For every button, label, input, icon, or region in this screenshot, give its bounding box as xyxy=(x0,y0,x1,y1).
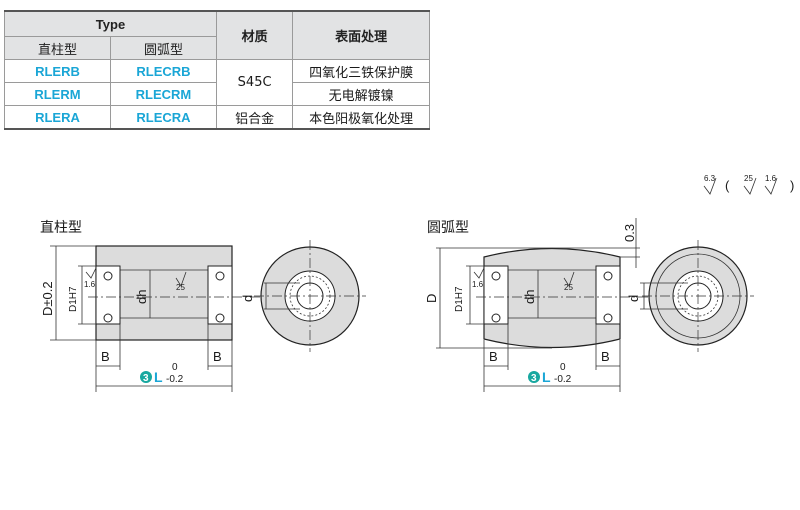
arc-side-view: 0.3 D D1H7 1.6 dh 25 B B 3 L 0 -0.2 xyxy=(424,218,650,392)
dim-L: L xyxy=(154,369,163,385)
dim-D1: D1H7 xyxy=(454,286,465,312)
material-cell: S45C xyxy=(215,59,294,106)
roughness-symbol-icon xyxy=(764,177,778,195)
surface-cell: 本色阳极氧化处理 xyxy=(292,105,430,130)
dim-B: B xyxy=(213,349,222,364)
straight-header: 直柱型 xyxy=(4,36,111,60)
straight-title: 直柱型 xyxy=(40,219,82,236)
arc-roller-body xyxy=(483,247,621,349)
arc-code: RLECRM xyxy=(109,82,218,106)
straight-side-view: D±0.2 D1H7 1.6 dh 25 B B 3 L 0 -0.2 xyxy=(40,245,262,392)
rough-dh: 25 xyxy=(564,283,573,292)
dim-d: d xyxy=(626,295,641,302)
material-cell: 铝合金 xyxy=(215,105,294,130)
tol-lower: -0.2 xyxy=(166,374,184,385)
paren-open: ( xyxy=(725,178,730,193)
roughness-general-value: 6.3 xyxy=(704,174,716,183)
badge-number: 3 xyxy=(531,373,537,384)
arc-code: RLECRA xyxy=(109,105,218,130)
ordering-badge xyxy=(528,371,540,383)
dim-B: B xyxy=(101,349,110,364)
ordering-badge xyxy=(140,371,152,383)
spec-table: Type 材质 表面处理 直柱型 圆弧型 RLERB RLECRB S45C 四… xyxy=(4,10,430,130)
dim-dh: dh xyxy=(134,290,149,304)
straight-front-view: d xyxy=(240,240,366,352)
table-row: RLERM RLECRM 无电解镀镍 xyxy=(4,82,430,106)
dim-B: B xyxy=(489,349,498,364)
dim-L: L xyxy=(542,369,551,385)
straight-code: RLERM xyxy=(4,82,111,106)
tol-upper: 0 xyxy=(560,362,566,373)
arc-front-view: d xyxy=(626,240,754,352)
rough-inner: 1.6 xyxy=(472,280,484,289)
roughness-note: 6.3 ( 25 1.6 ) xyxy=(703,174,794,195)
dim-B: B xyxy=(601,349,610,364)
tol-lower: -0.2 xyxy=(554,374,572,385)
dim-crown: 0.3 xyxy=(622,224,637,242)
rough-inner: 1.6 xyxy=(84,280,96,289)
material-header: 材质 xyxy=(215,10,294,60)
dim-d: d xyxy=(240,295,255,302)
dim-D: D xyxy=(424,294,439,303)
straight-code: RLERB xyxy=(4,59,111,83)
type-header: Type xyxy=(4,10,217,37)
surface-cell: 无电解镀镍 xyxy=(292,82,430,106)
roughness-item-value: 1.6 xyxy=(765,174,777,183)
dim-dh: dh xyxy=(522,290,537,304)
table-row: RLERA RLECRA 铝合金 本色阳极氧化处理 xyxy=(4,105,430,130)
roughness-symbol-icon xyxy=(703,177,717,195)
arc-code: RLECRB xyxy=(109,59,218,83)
table-row: RLERB RLECRB S45C 四氧化三铁保护膜 xyxy=(4,59,430,106)
dim-D: D±0.2 xyxy=(40,281,55,316)
arc-header: 圆弧型 xyxy=(109,36,218,60)
tol-upper: 0 xyxy=(172,362,178,373)
roughness-symbol-icon xyxy=(743,177,757,195)
roughness-item-value: 25 xyxy=(744,174,753,183)
paren-close: ) xyxy=(790,178,794,193)
straight-code: RLERA xyxy=(4,105,111,130)
rough-dh: 25 xyxy=(176,283,185,292)
arc-title: 圆弧型 xyxy=(427,220,469,236)
dim-D1: D1H7 xyxy=(68,286,79,312)
badge-number: 3 xyxy=(143,373,149,384)
